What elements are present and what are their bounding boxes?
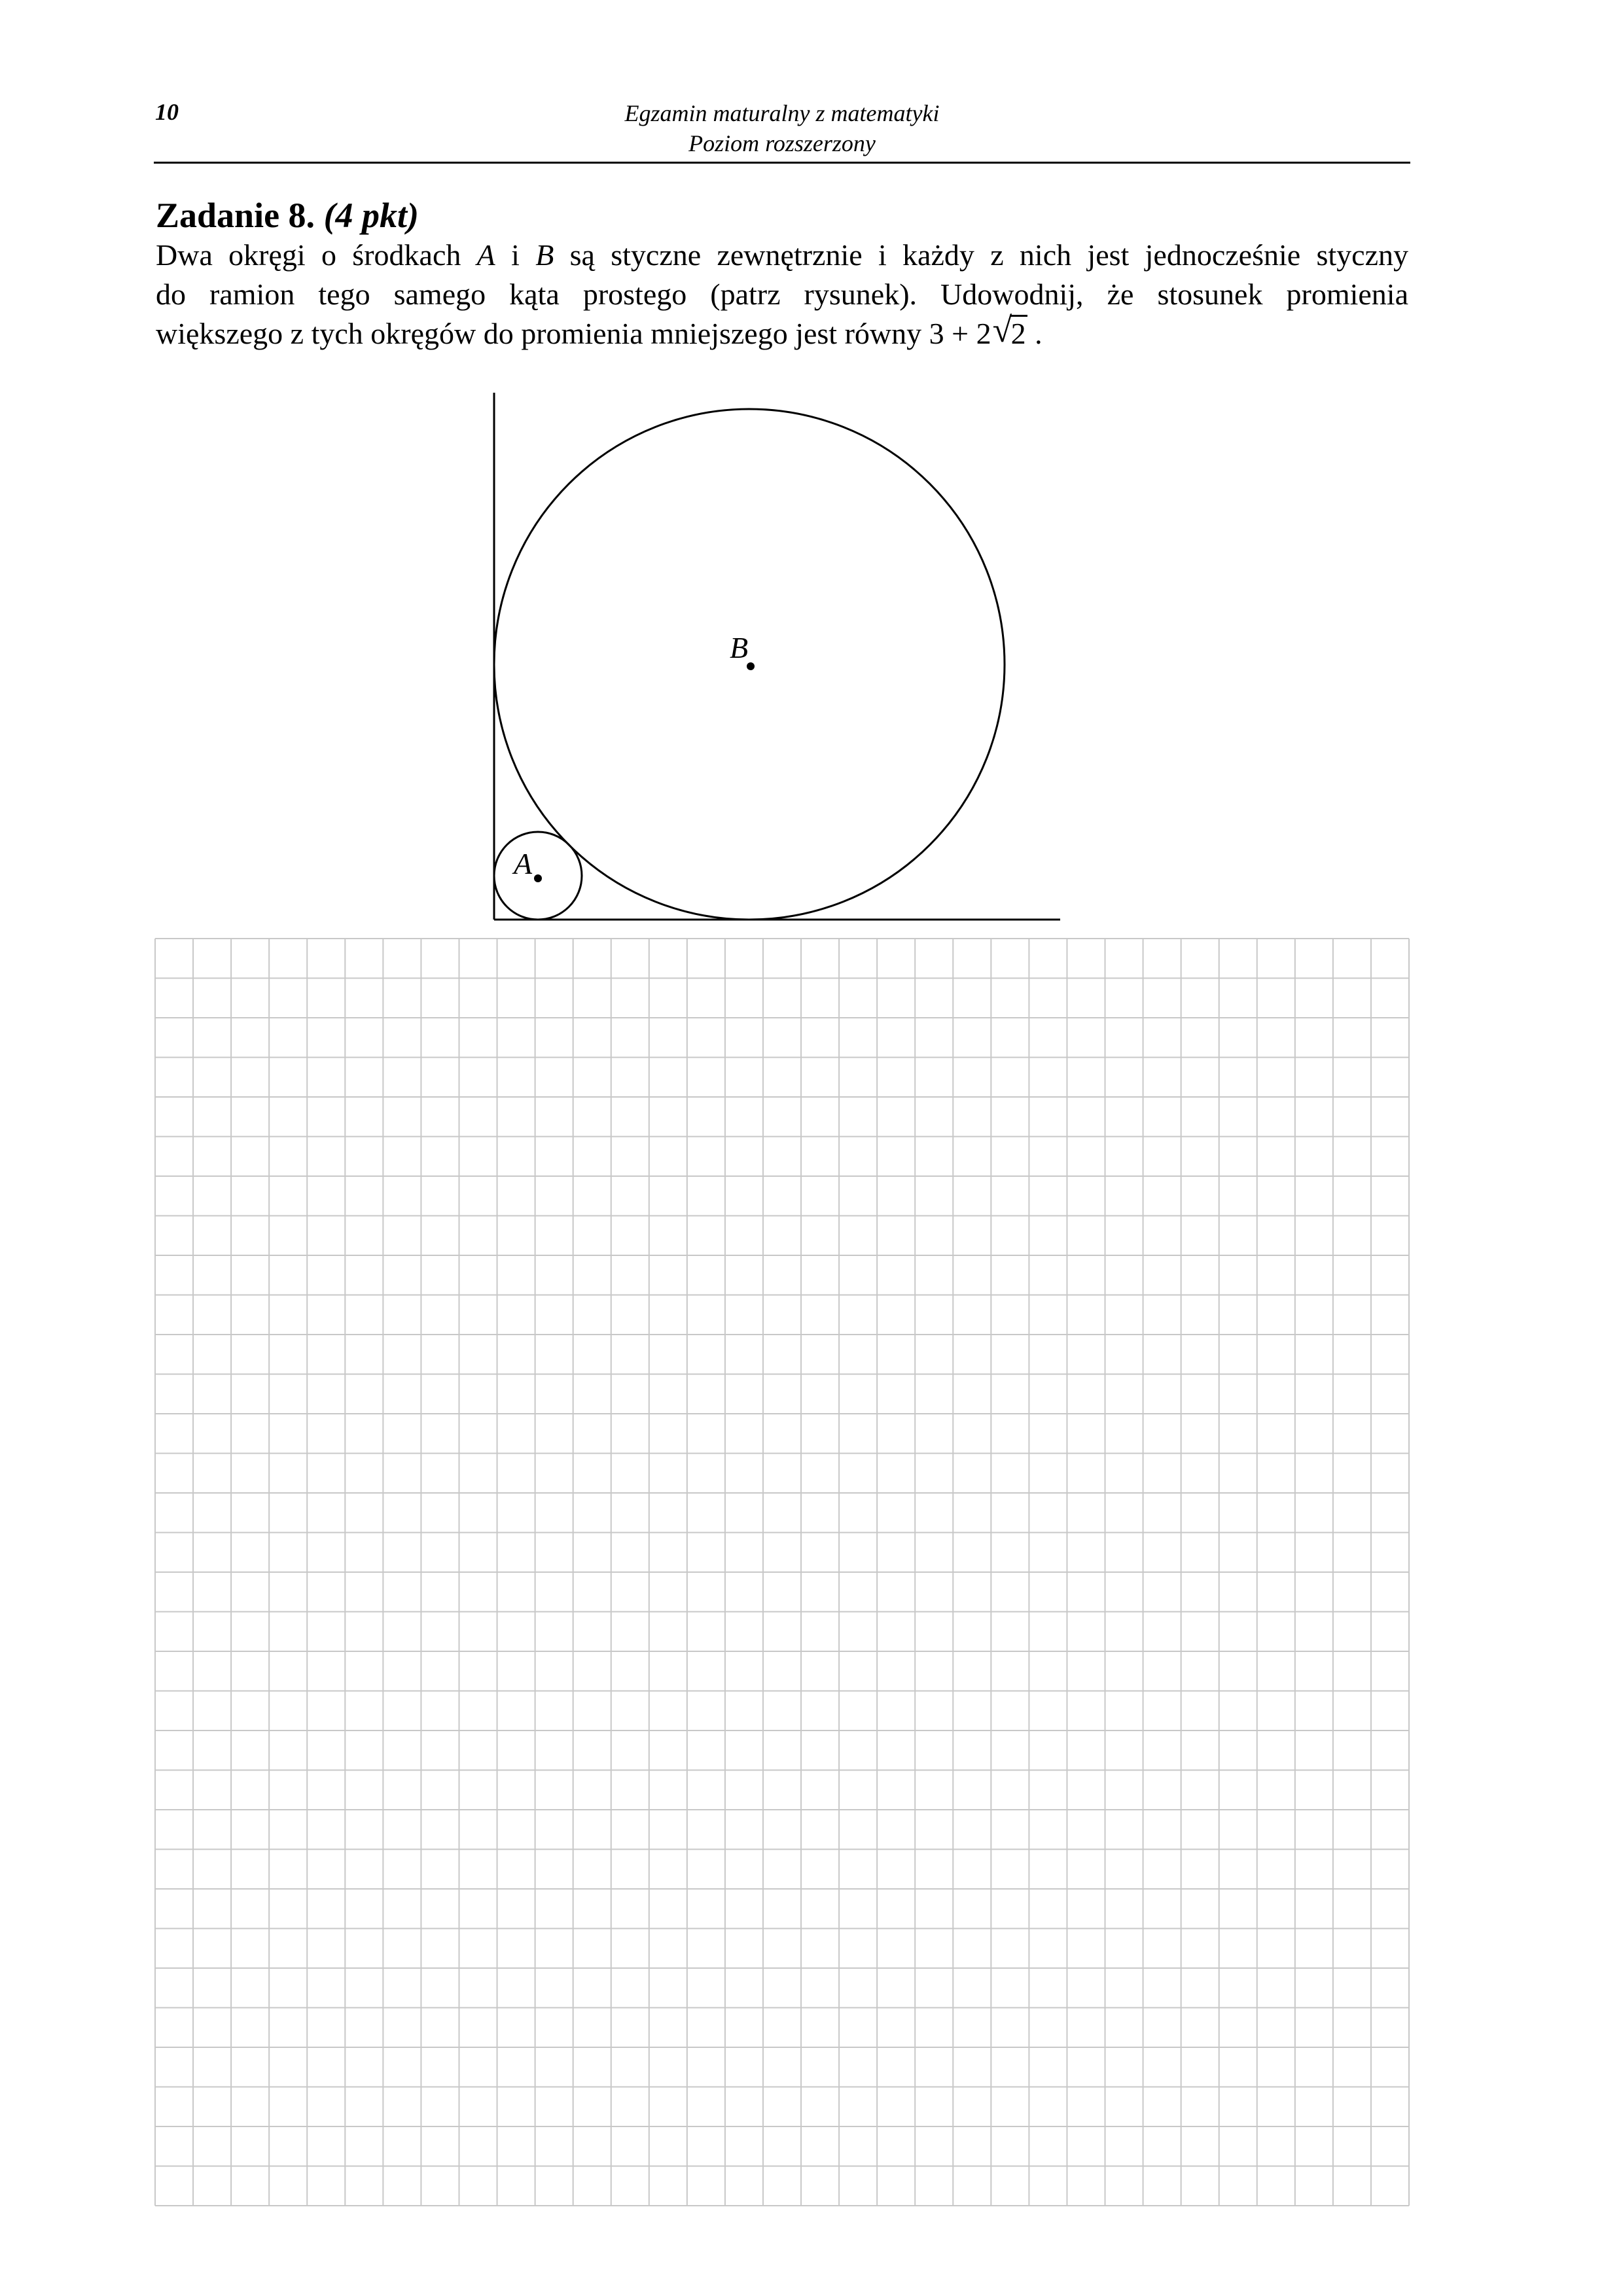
statement-line-2: do ramion tego samego kąta prostego (pat… xyxy=(156,278,1408,311)
center-a-point xyxy=(534,874,542,882)
exam-name: Egzamin maturalny z matematyki xyxy=(624,100,940,126)
header-divider xyxy=(154,162,1410,164)
task-title: Zadanie 8. (4 pkt) xyxy=(156,195,419,236)
label-b: B xyxy=(730,631,748,664)
label-a: A xyxy=(512,847,533,880)
task-number: Zadanie 8. xyxy=(156,196,315,235)
circle-b xyxy=(493,408,1006,921)
tangent-circles-figure: B A xyxy=(493,393,1060,921)
exam-title: Egzamin maturalny z matematyki Poziom ro… xyxy=(154,98,1410,158)
statement-line-3: większego z tych okręgów do promienia mn… xyxy=(156,310,1408,353)
statement-line-1: Dwa okręgi o środkach A i B są styczne z… xyxy=(156,238,1408,272)
circle-a xyxy=(493,831,583,921)
variable-b: B xyxy=(535,238,554,272)
exam-level: Poziom rozszerzony xyxy=(688,130,876,156)
page-number: 10 xyxy=(155,99,179,125)
square-root: √2 xyxy=(992,310,1027,350)
formula: 3 + 2√2 xyxy=(929,310,1027,350)
task-points: (4 pkt) xyxy=(323,196,419,235)
variable-a: A xyxy=(476,238,495,272)
task-statement: Dwa okręgi o środkach A i B są styczne z… xyxy=(156,236,1408,353)
center-b-point xyxy=(747,662,755,670)
page-header: 10 Egzamin maturalny z matematyki Poziom… xyxy=(154,98,1410,164)
answer-grid[interactable] xyxy=(154,937,1410,2207)
